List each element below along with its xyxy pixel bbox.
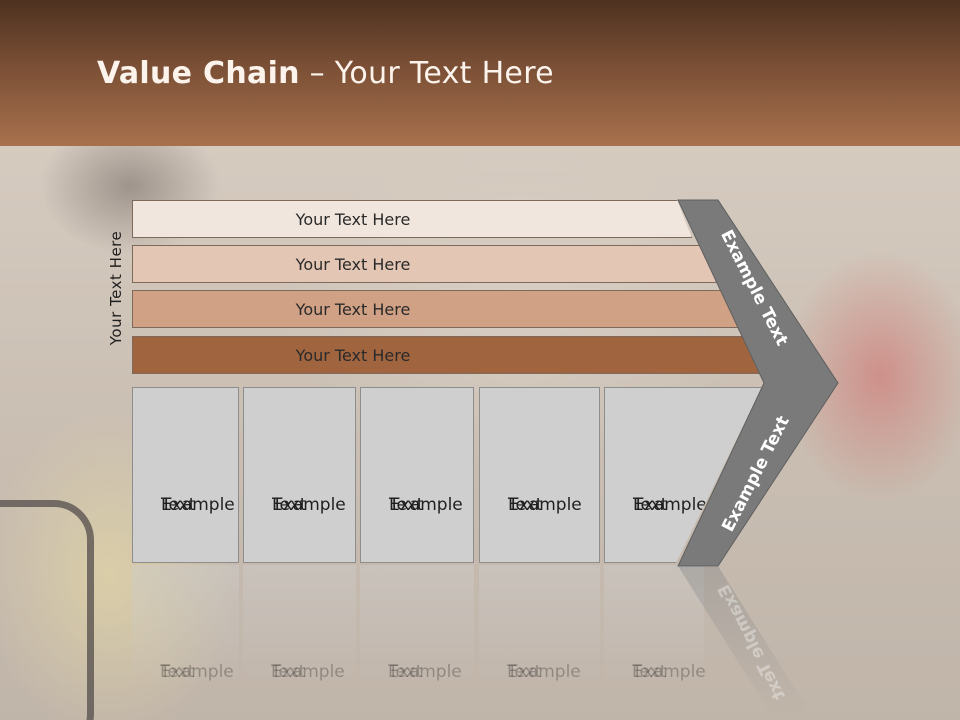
slide-title[interactable]: Value Chain – Your Text Here: [97, 56, 554, 91]
column-3-refl-line2: Text: [388, 662, 423, 682]
chevron-reflection-shape: [678, 566, 812, 716]
column-4-line2: Text: [508, 495, 543, 515]
side-label-text: Your Text Here: [107, 230, 125, 346]
column-2-line2: Text: [272, 495, 307, 515]
column-2-line1: Example: [272, 495, 346, 515]
column-1-line2: Text: [161, 495, 196, 515]
column-3-line1: Example: [389, 495, 463, 515]
bar-3[interactable]: Your Text Here: [132, 290, 740, 328]
column-4-refl-line2: Text: [507, 662, 542, 682]
column-4-line1: Example: [508, 495, 582, 515]
chevron-arrow[interactable]: [672, 199, 842, 567]
column-1-refl-line2: Text: [160, 662, 195, 682]
bar-4-label: Your Text Here: [295, 346, 411, 365]
title-rest-part: – Your Text Here: [299, 56, 554, 91]
column-5-line1: Example: [633, 495, 707, 515]
background-chair-shape: [0, 500, 94, 720]
chevron-shape: [677, 199, 839, 567]
bar-2[interactable]: Your Text Here: [132, 245, 716, 283]
bar-1-label: Your Text Here: [295, 210, 411, 229]
bar-1[interactable]: Your Text Here: [132, 200, 692, 238]
header-band: [0, 0, 960, 146]
bar-3-label: Your Text Here: [295, 300, 411, 319]
column-1-line1: Example: [161, 495, 235, 515]
title-bold-part: Value Chain: [97, 56, 300, 91]
bar-4[interactable]: Your Text Here: [132, 336, 764, 374]
column-5-line2: Text: [633, 495, 668, 515]
column-3-line2: Text: [389, 495, 424, 515]
column-2-refl-line2: Text: [271, 662, 306, 682]
bar-2-label: Your Text Here: [295, 255, 411, 274]
chevron-reflection: [678, 566, 812, 716]
